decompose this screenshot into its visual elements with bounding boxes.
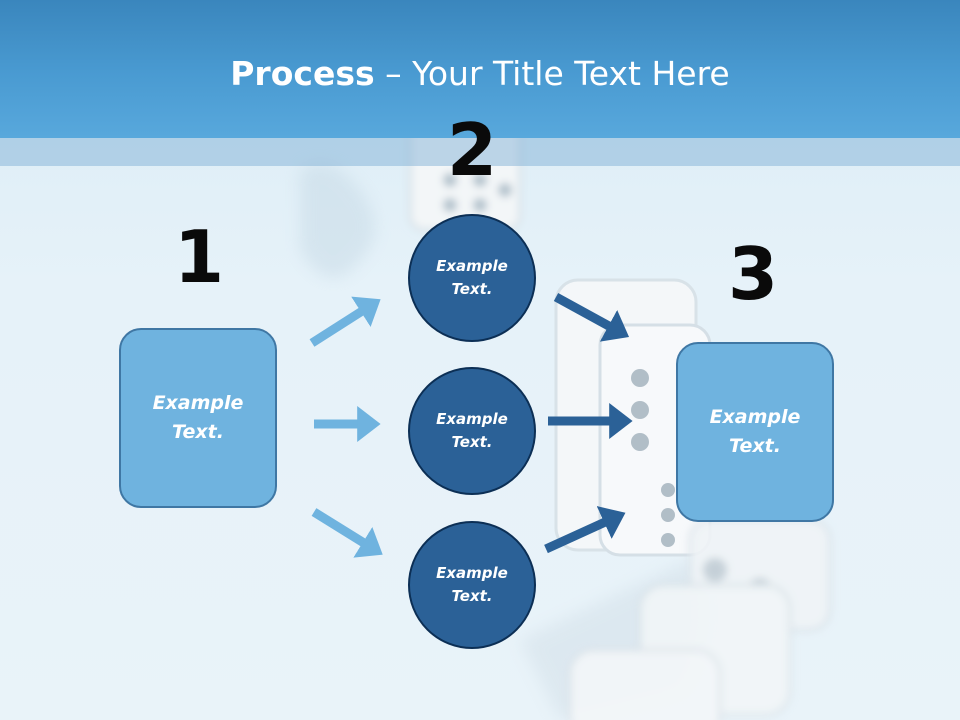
step-2-circle-3-text: Example Text. xyxy=(436,564,508,605)
step-3-box: Example Text. xyxy=(676,342,834,522)
title-bar-band xyxy=(0,138,960,166)
step-2-circle-2-text: Example Text. xyxy=(436,410,508,451)
step-2-circle-1-text: Example Text. xyxy=(436,257,508,298)
arrow-1-to-2a xyxy=(309,296,381,347)
step-3-text: Example Text. xyxy=(709,406,801,457)
arrow-2a-to-3 xyxy=(553,293,630,342)
step-2-circle-3: Example Text. xyxy=(408,521,536,649)
step-1-box: Example Text. xyxy=(119,328,277,508)
step-2-circle-1: Example Text. xyxy=(408,214,536,342)
arrow-1-to-2c xyxy=(311,508,383,558)
step-2-circle-2: Example Text. xyxy=(408,367,536,495)
title-rest: – Your Title Text Here xyxy=(374,54,730,93)
step-number-3: 3 xyxy=(727,232,779,316)
step-1-text: Example Text. xyxy=(152,392,244,443)
title-bar xyxy=(0,0,960,138)
step-number-2: 2 xyxy=(446,108,498,192)
step-number-1: 1 xyxy=(173,215,225,299)
title-bold: Process xyxy=(230,54,375,93)
slide-title: Process – Your Title Text Here xyxy=(0,52,960,96)
arrow-2c-to-3 xyxy=(544,506,626,554)
